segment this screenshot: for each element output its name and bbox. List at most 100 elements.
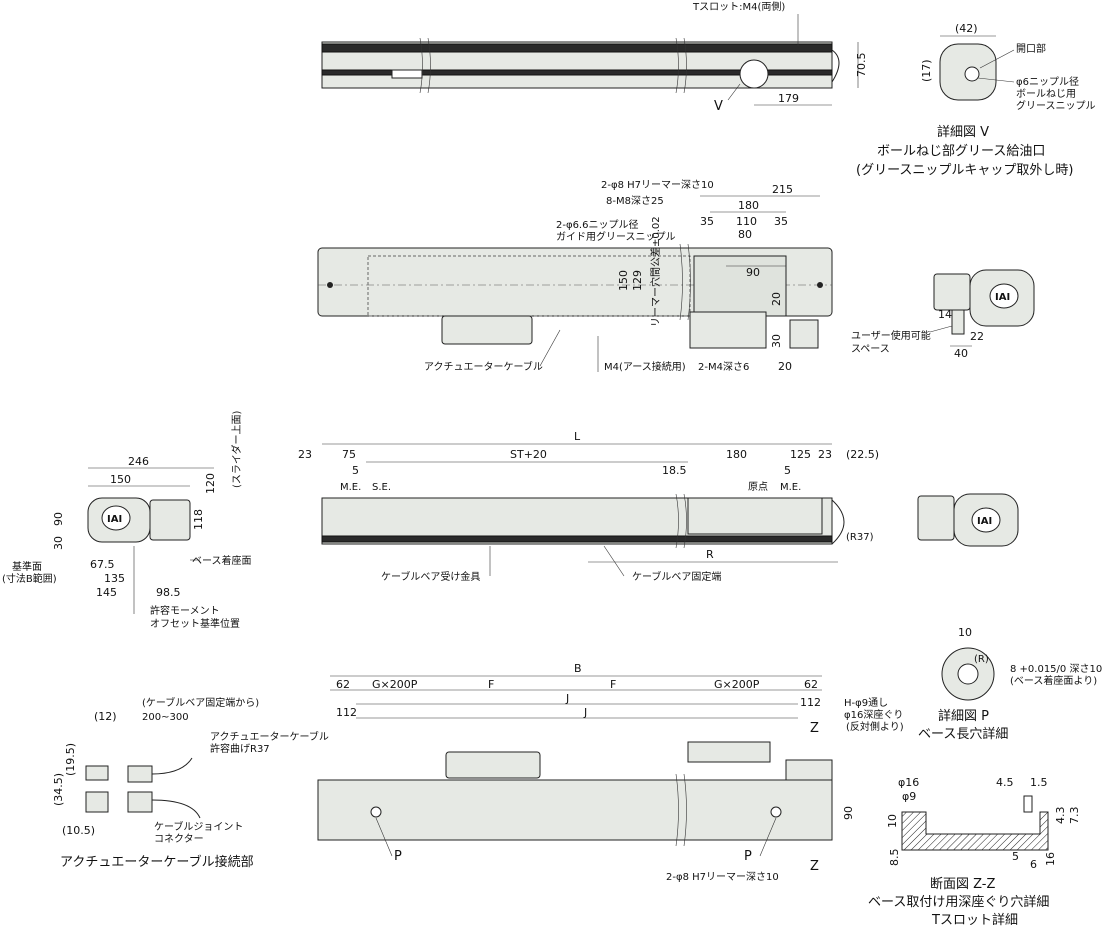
sec-title: 断面図 Z-Z xyxy=(930,877,996,892)
dim-18-5: 18.5 xyxy=(662,464,687,477)
sec-d4-5: 4.5 xyxy=(996,776,1014,789)
dim-179: 179 xyxy=(778,92,799,105)
end-view-left: IAI 246 150 90 30 118 120 (スライダー上面) ベース着… xyxy=(2,410,252,630)
sec-d7-3: 7.3 xyxy=(1068,807,1081,825)
cable-d34-5: (34.5) xyxy=(52,773,65,806)
base-reamer: 2-φ8 H7リーマー深さ10 xyxy=(666,871,779,883)
bracket-label: ケーブルベア受け金具 xyxy=(381,570,480,583)
me-b: M.E. xyxy=(780,482,801,493)
detail-v-note: (グリースニップルキャップ取外し時) xyxy=(856,163,1074,178)
sec-subtitle: ベース取付け用深座ぐり穴詳細 xyxy=(868,894,1049,910)
ref-face-1: 基準面 xyxy=(12,560,42,573)
plan-d20a: 20 xyxy=(770,292,783,306)
dim-23a: 23 xyxy=(298,448,312,461)
dim-30-end: 30 xyxy=(52,536,65,550)
cable-d10-5: (10.5) xyxy=(62,824,95,837)
dim-118: 118 xyxy=(192,509,205,530)
user-space-2: スペース xyxy=(851,344,890,355)
dim-5a: 5 xyxy=(352,464,359,477)
dim-stroke: ST+20 xyxy=(510,448,547,461)
base-112b: 112 xyxy=(800,696,821,709)
detail-p-title: 詳細図 P xyxy=(938,708,989,724)
plan-d20b: 20 xyxy=(778,360,792,373)
dim-98-5: 98.5 xyxy=(156,586,181,599)
plan-view: 2-φ8 H7リーマー深さ10 8-M8深さ25 2-φ6.6ニップル径 ガイド… xyxy=(317,179,833,373)
base-112a: 112 xyxy=(336,706,357,719)
mark-z2: Z xyxy=(810,859,819,874)
h-hole-3: (反対側より) xyxy=(846,720,904,733)
plan-d35b: 35 xyxy=(774,215,788,228)
cable-bend-1: アクチュエーターケーブル xyxy=(210,730,329,743)
cable-from-end: (ケーブルベア固定端から) xyxy=(142,696,259,709)
detail-p-subtitle: ベース長穴詳細 xyxy=(918,726,1008,742)
dim-90-end: 90 xyxy=(52,512,65,526)
detail-p-depth-note: (ベース着座面より) xyxy=(1010,674,1097,687)
h-hole-2: φ16深座ぐり xyxy=(844,708,903,721)
mark-v: V xyxy=(714,99,723,114)
sec-d8-5: 8.5 xyxy=(888,849,901,867)
plan-actuator-cable: アクチュエーターケーブル xyxy=(424,360,543,373)
plan-d180: 180 xyxy=(738,199,759,212)
base-J1: J xyxy=(565,692,569,705)
dim-42: (42) xyxy=(955,22,978,35)
plan-m4-depth: 2-M4深さ6 xyxy=(698,361,749,373)
ref-face-2: (寸法B範囲) xyxy=(2,572,57,585)
detail-p-d10: 10 xyxy=(958,626,972,639)
plan-m8-label: 8-M8深さ25 xyxy=(606,195,664,207)
dim-67-5: 67.5 xyxy=(90,558,115,571)
plan-nipple-a: 2-φ6.6ニップル径 xyxy=(556,218,638,231)
dim-70-5: 70.5 xyxy=(855,53,868,78)
sec-d16: 16 xyxy=(1044,852,1057,866)
mark-z1: Z xyxy=(810,721,819,736)
t-slot-label: Tスロット:M4(両側) xyxy=(692,0,785,13)
joint-2: コネクター xyxy=(154,833,204,845)
base-62a: 62 xyxy=(336,678,350,691)
end-view-right-small: IAI xyxy=(917,493,1019,547)
opening-label: 開口部 xyxy=(1016,42,1046,55)
moment-1: 許容モーメント xyxy=(150,604,220,617)
front-view: L 23 75 ST+20 180 125 23 (22.5) 5 M.E. S… xyxy=(298,430,879,583)
detail-v: (42) (17) 開口部 φ6ニップル径 ボールねじ用 グリースニップル 詳細… xyxy=(856,22,1096,178)
dim-120: 120 xyxy=(204,473,217,494)
plan-d150: 150 xyxy=(617,270,630,291)
dim-135: 135 xyxy=(104,572,125,585)
base-F2: F xyxy=(610,678,616,691)
nipple-label-1: φ6ニップル径 xyxy=(1016,75,1079,88)
end-d22: 22 xyxy=(970,330,984,343)
base-62b: 62 xyxy=(804,678,818,691)
end-d40: 40 xyxy=(954,347,968,360)
nipple-label-2: ボールねじ用 xyxy=(1016,88,1076,100)
base-seat-label: ベース着座面 xyxy=(192,554,252,567)
mark-p1: P xyxy=(394,849,402,864)
base-J2: J xyxy=(583,706,587,719)
dim-22-5: (22.5) xyxy=(846,448,879,461)
plan-d30: 30 xyxy=(770,334,783,348)
plan-d215: 215 xyxy=(772,183,793,196)
base-view: B 62 G×200P F F G×200P 62 J 112 J 112 H-… xyxy=(317,662,904,883)
dim-23b: 23 xyxy=(818,448,832,461)
sec-phi16: φ16 xyxy=(898,776,919,789)
base-F1: F xyxy=(488,678,494,691)
cable-range: 200~300 xyxy=(142,712,189,723)
sec-tslot: Tスロット詳細 xyxy=(931,912,1018,928)
moment-2: オフセット基準位置 xyxy=(150,617,240,630)
detail-p-depth: 8 +0.015/0 深さ10 xyxy=(1010,663,1102,675)
base-g200b: G×200P xyxy=(714,678,760,691)
h-hole-1: H-φ9通し xyxy=(844,697,888,709)
sec-d4-3: 4.3 xyxy=(1054,807,1067,825)
sec-phi9: φ9 xyxy=(902,790,916,803)
base-d90: 90 xyxy=(842,806,855,820)
detail-v-subtitle: ボールねじ部グリース給油口 xyxy=(877,144,1045,159)
sec-d5: 5 xyxy=(1012,850,1019,863)
logo-iai-right: IAI xyxy=(995,292,1010,303)
sec-d1-5: 1.5 xyxy=(1030,776,1048,789)
plan-d129: 129 xyxy=(631,270,644,291)
joint-1: ケーブルジョイント xyxy=(154,820,243,833)
mark-p2: P xyxy=(744,849,752,864)
dim-125: 125 xyxy=(790,448,811,461)
origin-label: 原点 xyxy=(748,481,768,493)
nipple-label-3: グリースニップル xyxy=(1016,99,1096,112)
cable-d12: (12) xyxy=(94,710,117,723)
plan-reamer-tol: リーマー穴間公差±0.02 xyxy=(649,216,662,327)
sec-d6: 6 xyxy=(1030,858,1037,871)
